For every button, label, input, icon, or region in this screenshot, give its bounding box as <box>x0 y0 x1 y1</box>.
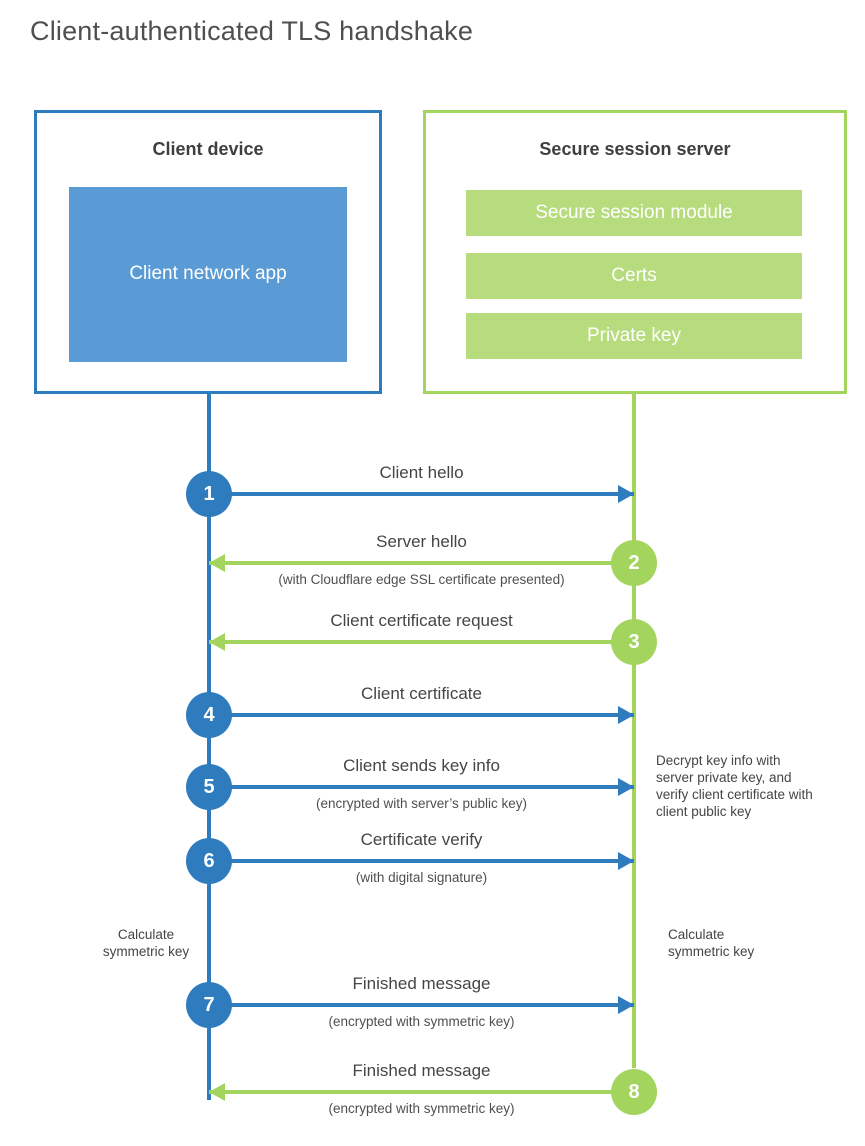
step-1-circle: 1 <box>186 471 232 517</box>
step-5-circle: 5 <box>186 764 232 810</box>
client-network-app-box: Client network app <box>69 187 347 362</box>
step-3-circle: 3 <box>611 619 657 665</box>
step-2-label: Server hello <box>376 532 467 551</box>
client-device-title: Client device <box>152 139 264 159</box>
page-title: Client-authenticated TLS handshake <box>30 16 474 46</box>
client-lifeline <box>207 392 211 1100</box>
calculate-symmetric-key-note-client: Calculate symmetric key <box>102 927 190 959</box>
step-3-label: Client certificate request <box>330 611 513 630</box>
step-1-label: Client hello <box>379 463 464 482</box>
calculate-symmetric-key-note-server: Calculate symmetric key <box>668 927 755 959</box>
step-3-arrowhead-icon <box>209 633 225 651</box>
step-4-circle: 4 <box>186 692 232 738</box>
client-network-app-label: Client network app <box>129 263 287 285</box>
step-3-arrow <box>209 640 634 644</box>
step-8-sublabel: (encrypted with symmetric key) <box>328 1101 515 1116</box>
step-5-label: Client sends key info <box>343 756 500 775</box>
step-6-arrow <box>209 859 634 863</box>
certs-bar: Certs <box>466 253 802 299</box>
step-5-arrow <box>209 785 634 789</box>
step-2-sublabel: (with Cloudflare edge SSL certificate pr… <box>278 572 565 587</box>
step-2-arrowhead-icon <box>209 554 225 572</box>
step-7-arrowhead-icon <box>618 996 634 1014</box>
step-6-circle: 6 <box>186 838 232 884</box>
step-8-arrowhead-icon <box>209 1083 225 1101</box>
step-1-arrow <box>209 492 634 496</box>
step-8-arrow <box>209 1090 634 1094</box>
private-key-bar: Private key <box>466 313 802 359</box>
step-8-circle: 8 <box>611 1069 657 1115</box>
step-6-label: Certificate verify <box>360 830 483 849</box>
step-5-sublabel: (encrypted with server’s public key) <box>315 796 528 811</box>
step-6-sublabel: (with digital signature) <box>355 870 488 885</box>
step-1-arrowhead-icon <box>618 485 634 503</box>
secure-session-module-bar: Secure session module <box>466 190 802 236</box>
step-4-arrowhead-icon <box>618 706 634 724</box>
decrypt-note: Decrypt key info with server private key… <box>656 753 813 819</box>
step-7-circle: 7 <box>186 982 232 1028</box>
step-4-label: Client certificate <box>361 684 482 703</box>
step-6-arrowhead-icon <box>618 852 634 870</box>
step-8-label: Finished message <box>352 1061 491 1080</box>
step-7-arrow <box>209 1003 634 1007</box>
step-7-sublabel: (encrypted with symmetric key) <box>328 1014 515 1029</box>
secure-session-server-title: Secure session server <box>539 139 731 159</box>
step-4-arrow <box>209 713 634 717</box>
step-5-arrowhead-icon <box>618 778 634 796</box>
step-2-circle: 2 <box>611 540 657 586</box>
server-lifeline <box>632 392 636 1068</box>
step-2-arrow <box>209 561 634 565</box>
step-7-label: Finished message <box>352 974 491 993</box>
